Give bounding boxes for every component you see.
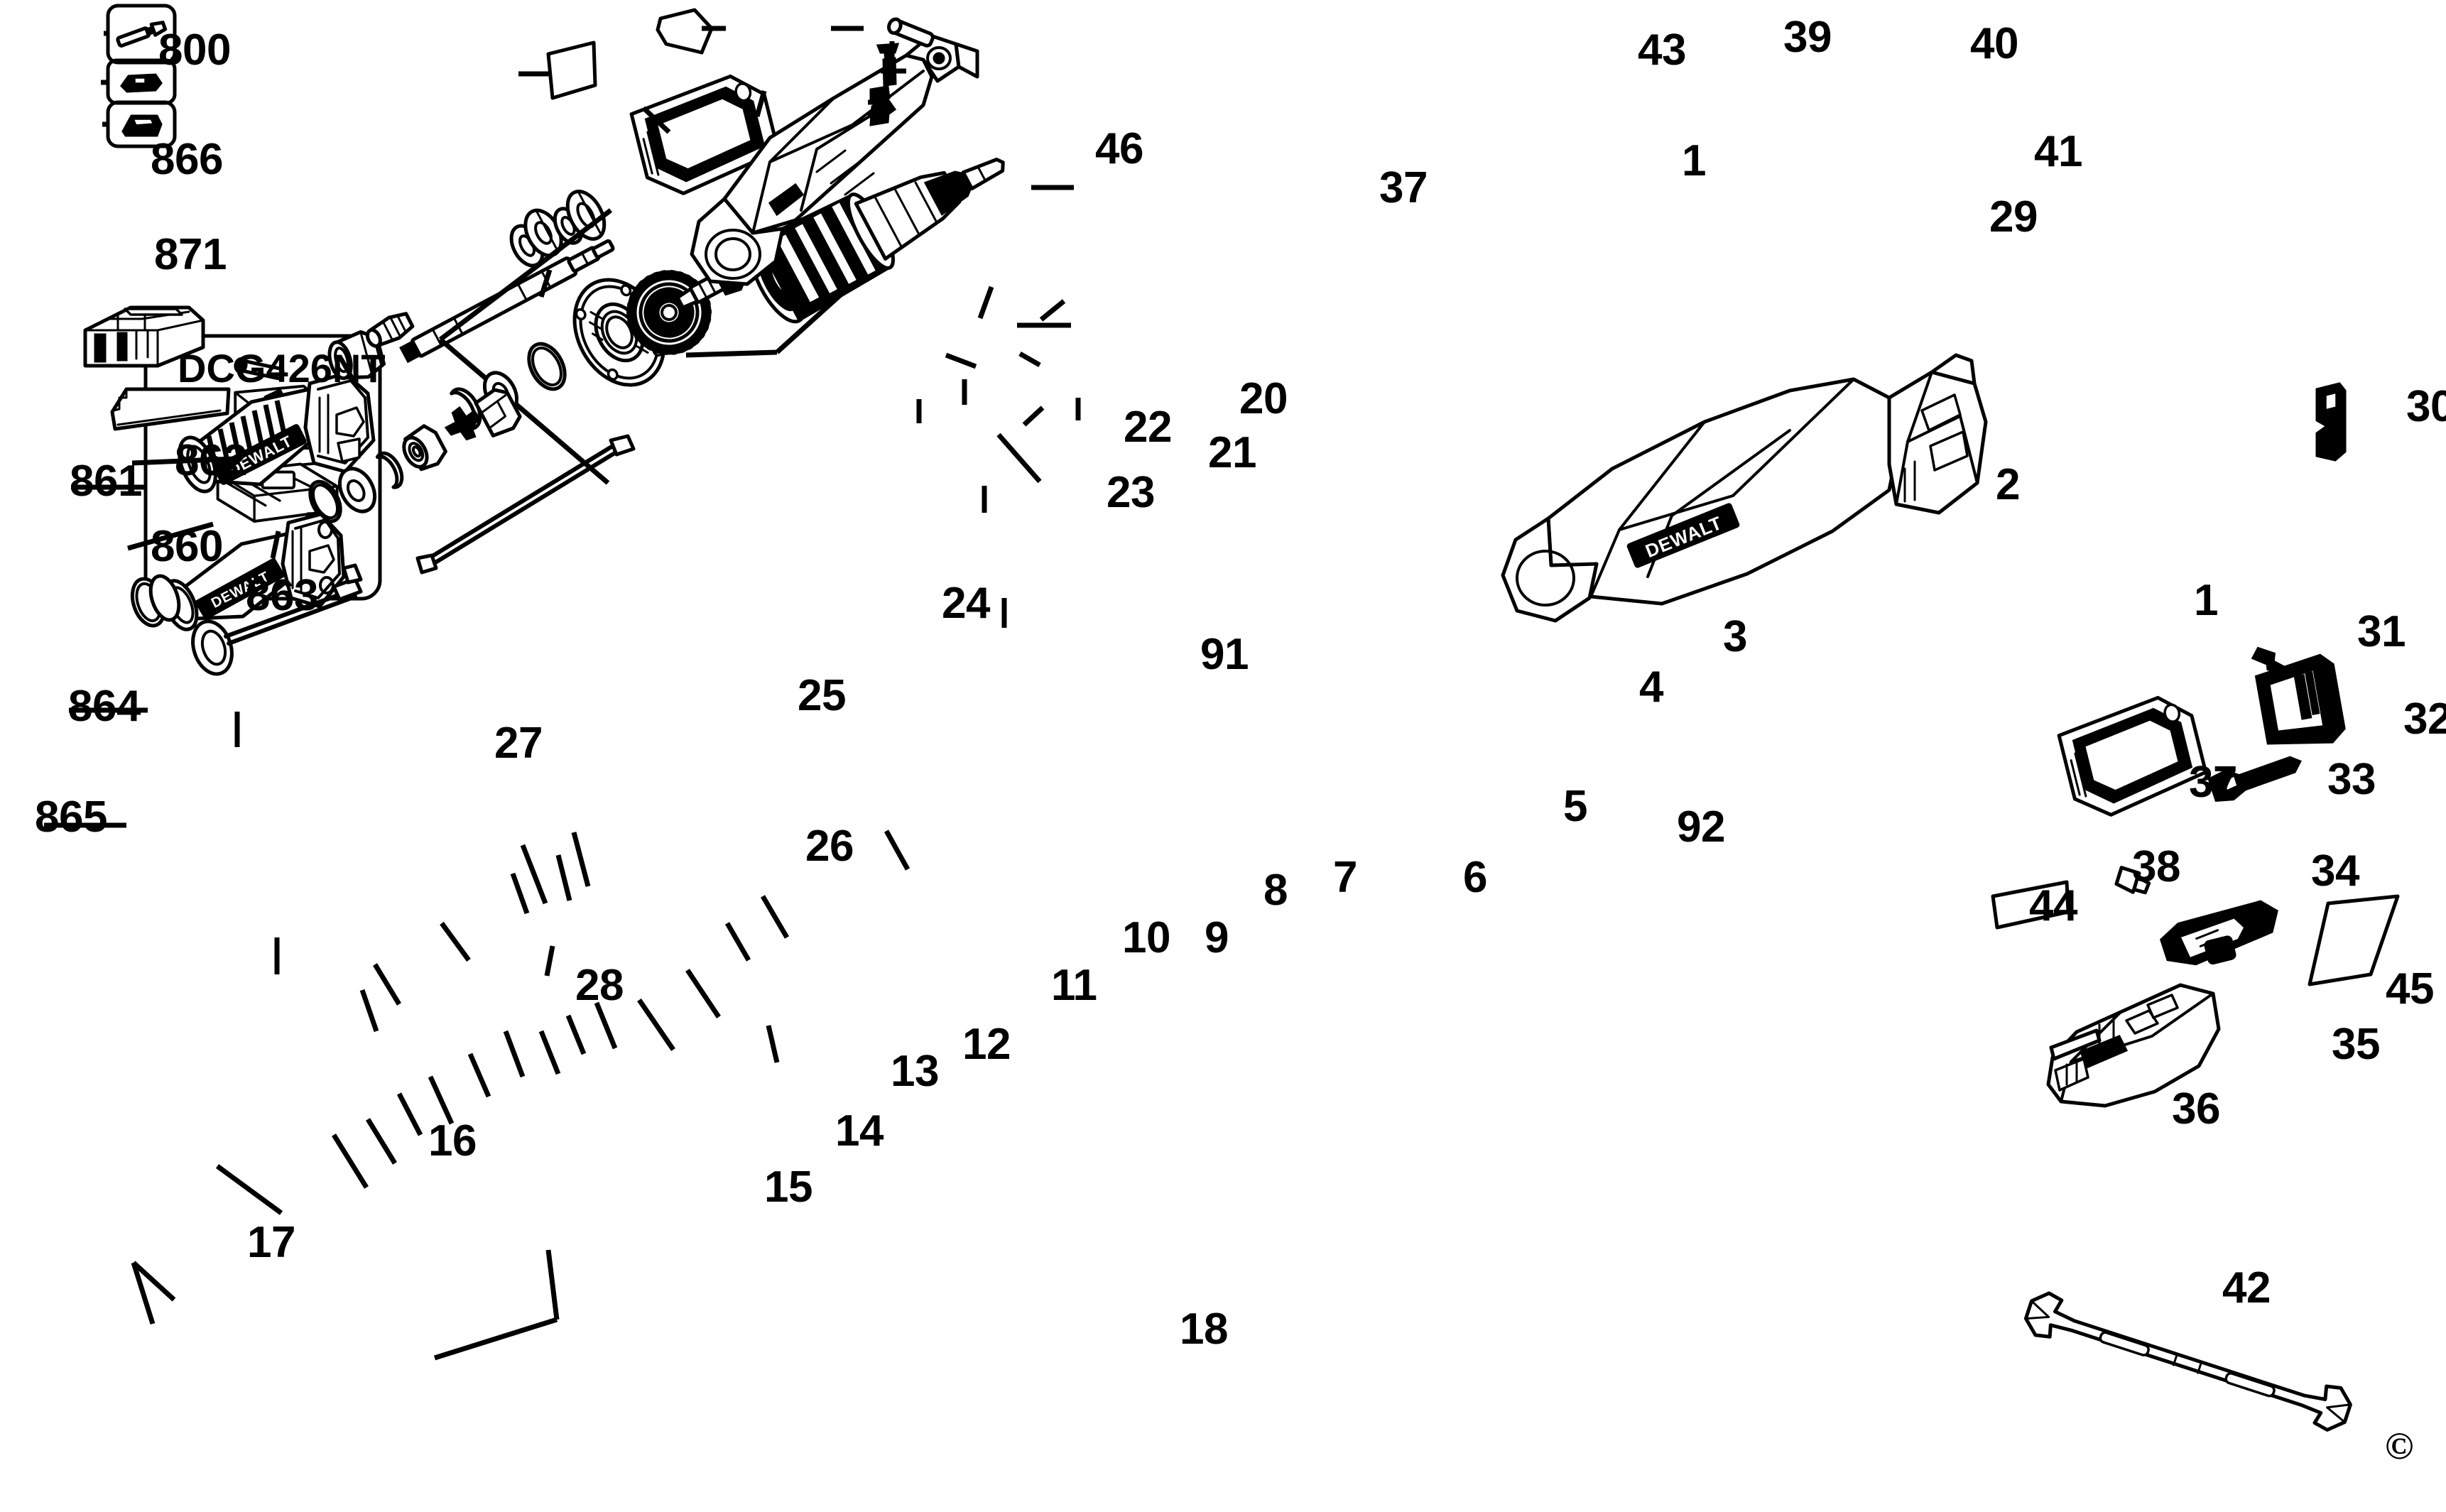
part-14-ball-bearing [337,467,377,513]
callout-3: 3 [1723,612,1747,661]
callout-7: 7 [1333,853,1357,902]
callout-8: 8 [1263,866,1288,915]
callout-1: 1 [1682,136,1706,185]
part-20-washer [565,190,607,241]
part-43-label-curved [656,8,714,55]
callout-32: 32 [2403,695,2446,744]
callout-24: 24 [942,579,990,628]
callout-30: 30 [2406,382,2446,431]
callout-1: 1 [2194,576,2218,625]
callout-91: 91 [1200,630,1249,679]
callout-800: 800 [158,26,231,75]
part-12-bearing-housing [402,424,447,472]
callout-39: 39 [1783,13,1832,62]
accessory-box-800 [106,4,177,65]
callout-21: 21 [1208,428,1256,477]
callout-27: 27 [494,719,543,768]
part-27-roll-pin [234,357,285,381]
callout-860: 860 [151,522,223,571]
callout-25: 25 [798,671,846,720]
part-46-label-rect [546,40,597,100]
callout-22: 22 [1124,403,1172,452]
leader-lines [44,26,1081,1361]
part-11-spindle-lock-cross [444,406,482,441]
callout-861: 861 [70,457,142,506]
part-34-paddle-switch [2159,900,2278,966]
callout-40: 40 [1970,19,2018,68]
callout-4: 4 [1639,663,1663,712]
part-37-cover-plate-left [629,74,781,195]
callout-31: 31 [2357,607,2406,656]
callout-862: 862 [175,436,247,485]
callout-6: 6 [1463,853,1487,902]
part-39-pin [887,17,935,48]
part-33-switch-lever [2207,756,2302,802]
part-37-cover-plate-right [2057,695,2208,817]
callout-20: 20 [1239,374,1288,423]
callout-2: 2 [1996,460,2020,509]
part-35-spring-sleeve [2204,935,2236,965]
callout-866: 866 [151,135,223,184]
part-45-label-strip [2308,894,2400,986]
callout-18: 18 [1180,1305,1228,1354]
part-864-case-insert [83,305,205,368]
callout-44: 44 [2029,881,2077,930]
bracket-91 [438,208,613,485]
part-25-collet [365,312,415,348]
part-17-barrel-rings [130,574,181,628]
callout-13: 13 [891,1047,939,1096]
part-10-bearing-cap [474,388,522,437]
part-32-switch-pad [2254,653,2346,745]
part-38-screw-pin [2114,866,2151,895]
callout-17: 17 [247,1218,295,1267]
callout-29: 29 [1989,192,2038,241]
callout-864: 864 [68,682,141,731]
callout-34: 34 [2311,847,2359,896]
callout-41: 41 [2034,127,2082,176]
callout-46: 46 [1095,124,1143,173]
callout-9: 9 [1205,913,1229,962]
callout-871: 871 [154,230,227,279]
callout-36: 36 [2172,1084,2220,1133]
callout-5: 5 [1563,782,1587,831]
callout-33: 33 [2327,755,2376,804]
part-36-handle-shell [2046,983,2221,1108]
callout-37: 37 [1379,163,1428,212]
callout-12: 12 [962,1020,1011,1069]
callout-863: 863 [246,571,318,620]
callout-865: 865 [35,793,107,842]
part-29-clip-bracket [869,85,891,126]
part-42-open-end-wrench [2023,1291,2352,1432]
callout-37: 37 [2189,758,2237,807]
part-15-o-ring [308,479,342,523]
part-7-o-ring [527,342,567,391]
part-44-label-small [1991,880,2070,930]
part-1-housing-right: DEWALT [1501,353,1988,623]
callout-35: 35 [2332,1020,2380,1069]
part-13-retaining-ring [375,451,404,489]
part-30-terminal-clip [2315,382,2347,462]
callout-92: 92 [1677,803,1725,852]
callout-10: 10 [1122,913,1170,962]
part-16-nose-barrel: DEWALT [162,512,346,631]
part-9-retaining-ring [450,387,482,430]
part-bottom-nozzle-assembly [191,563,363,676]
callout-42: 42 [2222,1263,2271,1312]
copyright-mark: © [2385,1425,2414,1467]
kit-box-title: DCG426NT [178,346,386,391]
callout-14: 14 [835,1106,884,1155]
part-865-case-label [110,387,231,431]
callout-26: 26 [805,822,854,871]
callout-16: 16 [428,1116,477,1165]
callout-11: 11 [1051,961,1097,1010]
part-18-cable-tie [415,434,636,575]
callout-28: 28 [575,961,624,1010]
callout-23: 23 [1107,468,1155,517]
callout-38: 38 [2132,842,2180,891]
callout-43: 43 [1638,26,1686,75]
callout-15: 15 [764,1163,812,1212]
callout-45: 45 [2386,964,2434,1013]
